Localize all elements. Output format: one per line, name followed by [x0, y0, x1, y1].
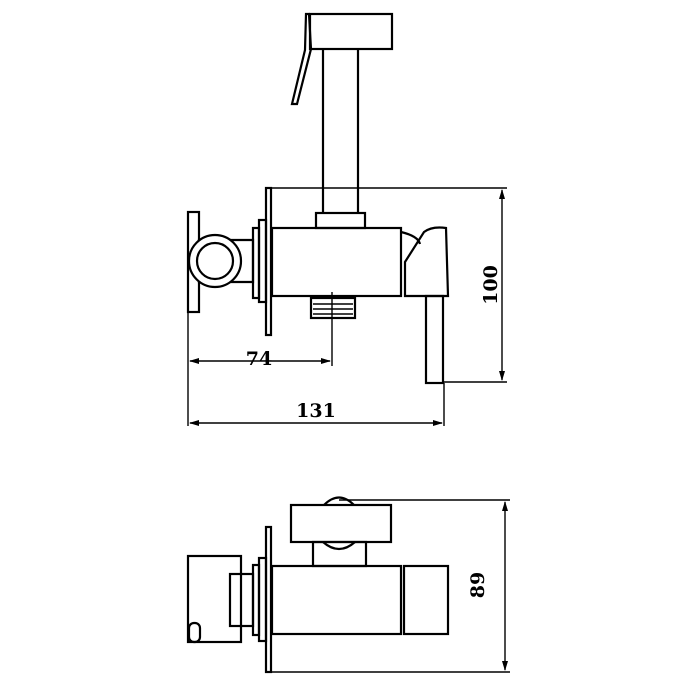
mounting-slot [187, 621, 202, 644]
dimension-74-label: 74 [246, 348, 272, 370]
dimension-100-label: 100 [480, 265, 502, 305]
hose-pipe [314, 49, 367, 230]
dimension-100: 100 [272, 187, 507, 383]
spray-head [290, 12, 394, 106]
top-handle [289, 503, 393, 544]
wall-bracket [186, 210, 255, 314]
outlet-thread [309, 296, 357, 320]
valve-handle [400, 226, 450, 385]
side-view: 74 131 100 [186, 12, 507, 426]
dimension-131-label: 131 [296, 400, 336, 422]
top-body [270, 564, 403, 636]
dimension-131: 131 [187, 312, 445, 426]
dimension-89: 89 [272, 499, 510, 673]
top-end-cap [402, 564, 450, 636]
top-stem [311, 540, 368, 568]
top-bracket [186, 554, 243, 644]
top-view: 89 [186, 496, 510, 674]
handle-hub [323, 496, 355, 506]
valve-body [270, 226, 403, 298]
wall-flange [251, 186, 273, 337]
dimension-89-label: 89 [467, 572, 489, 598]
top-wall-flange [251, 525, 273, 674]
dimension-74: 74 [189, 292, 333, 370]
